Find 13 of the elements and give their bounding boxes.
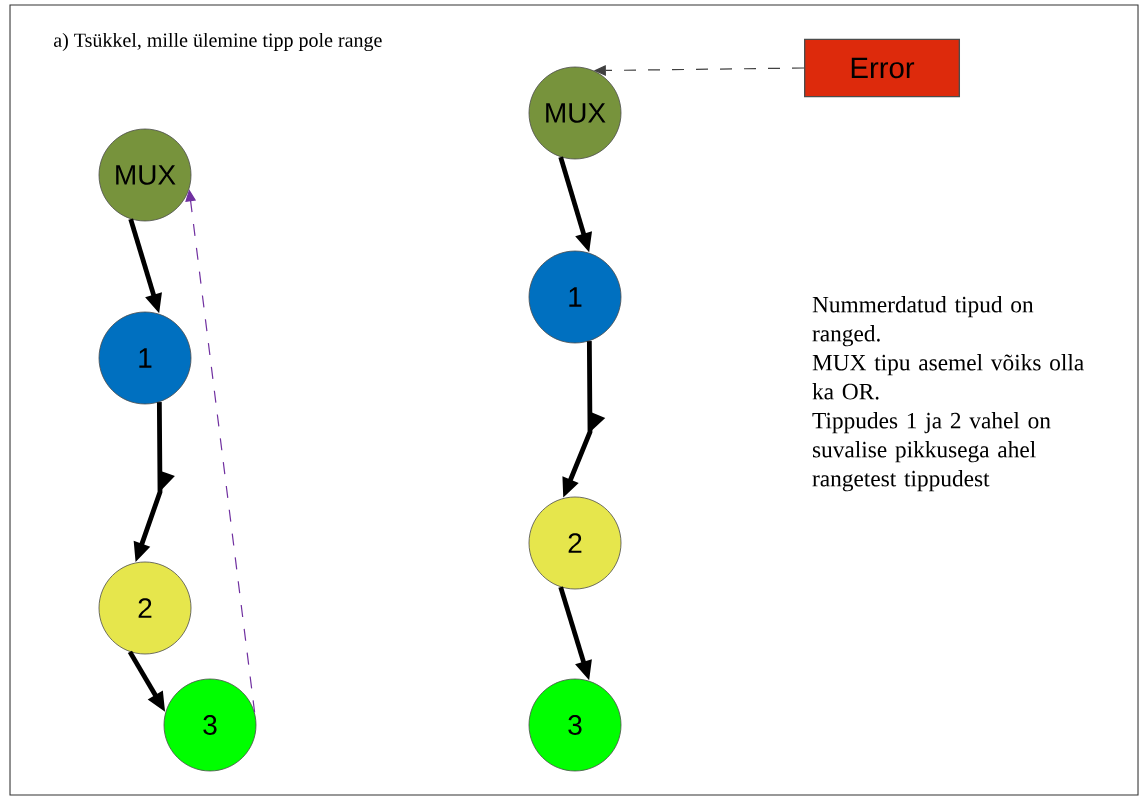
error-box: Error — [804, 38, 960, 98]
note-text: Tippudes 1 ja 2 vahel on suvalise pikkusega ahel rangetest tippudest — [812, 412, 1051, 492]
circle-node: 3 — [528, 678, 622, 772]
circle-node: 2 — [528, 496, 622, 590]
circle-node: 2 — [98, 561, 192, 655]
circle-node: 1 — [528, 250, 622, 344]
note-text: MUX tipu asemel võiks olla ka OR. — [812, 354, 1084, 400]
circle-node: 3 — [163, 678, 257, 772]
title: a) Tsükkel, mille ülemine tipp pole range — [54, 32, 382, 52]
note-text: Nummerdatud tipud on ranged. — [812, 296, 1034, 347]
circle-node: 1 — [98, 311, 192, 405]
circle-node: MUX — [98, 128, 192, 222]
circle-node: MUX — [528, 66, 622, 160]
